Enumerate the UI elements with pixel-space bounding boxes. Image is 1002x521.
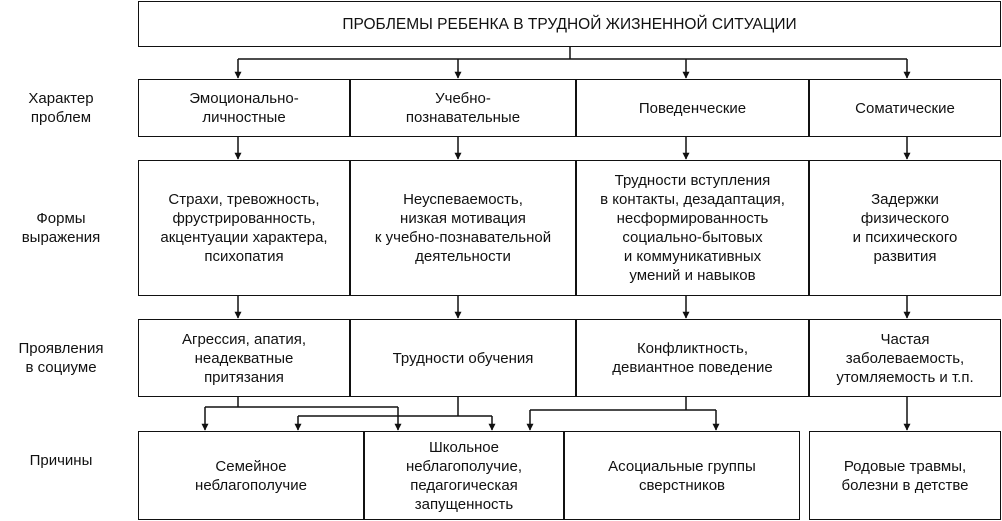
forms-box-2: Неуспеваемость, низкая мотивация к учебн… [350, 160, 576, 296]
cause-box-4: Родовые травмы, болезни в детстве [809, 431, 1001, 520]
manifestations-box-2: Трудности обучения [350, 319, 576, 397]
manifestations-box-3: Конфликтность, девиантное поведение [576, 319, 809, 397]
cause-box-3: Асоциальные группы сверстников [564, 431, 800, 520]
character-box-3: Поведенческие [576, 79, 809, 137]
cause-box-2: Школьное неблагополучие, педагогическая … [364, 431, 564, 520]
character-box-4: Соматические [809, 79, 1001, 137]
forms-box-3: Трудности вступления в контакты, дезадап… [576, 160, 809, 296]
character-box-1: Эмоционально- личностные [138, 79, 350, 137]
character-box-2: Учебно- познавательные [350, 79, 576, 137]
forms-box-4: Задержки физического и психического разв… [809, 160, 1001, 296]
diagram-title-box: ПРОБЛЕМЫ РЕБЕНКА В ТРУДНОЙ ЖИЗНЕННОЙ СИТ… [138, 1, 1001, 47]
row-label-manifestations: Проявления в социуме [18, 340, 104, 376]
row-label-character: Характер проблем [28, 90, 94, 126]
diagram-title: ПРОБЛЕМЫ РЕБЕНКА В ТРУДНОЙ ЖИЗНЕННОЙ СИТ… [342, 15, 797, 33]
row-label-forms: Формы выражения [21, 210, 101, 246]
row-label-causes: Причины [29, 451, 93, 469]
cause-box-1: Семейное неблагополучие [138, 431, 364, 520]
forms-box-1: Страхи, тревожность, фрустрированность, … [138, 160, 350, 296]
manifestations-box-4: Частая заболеваемость, утомляемость и т.… [809, 319, 1001, 397]
manifestations-box-1: Агрессия, апатия, неадекватные притязани… [138, 319, 350, 397]
